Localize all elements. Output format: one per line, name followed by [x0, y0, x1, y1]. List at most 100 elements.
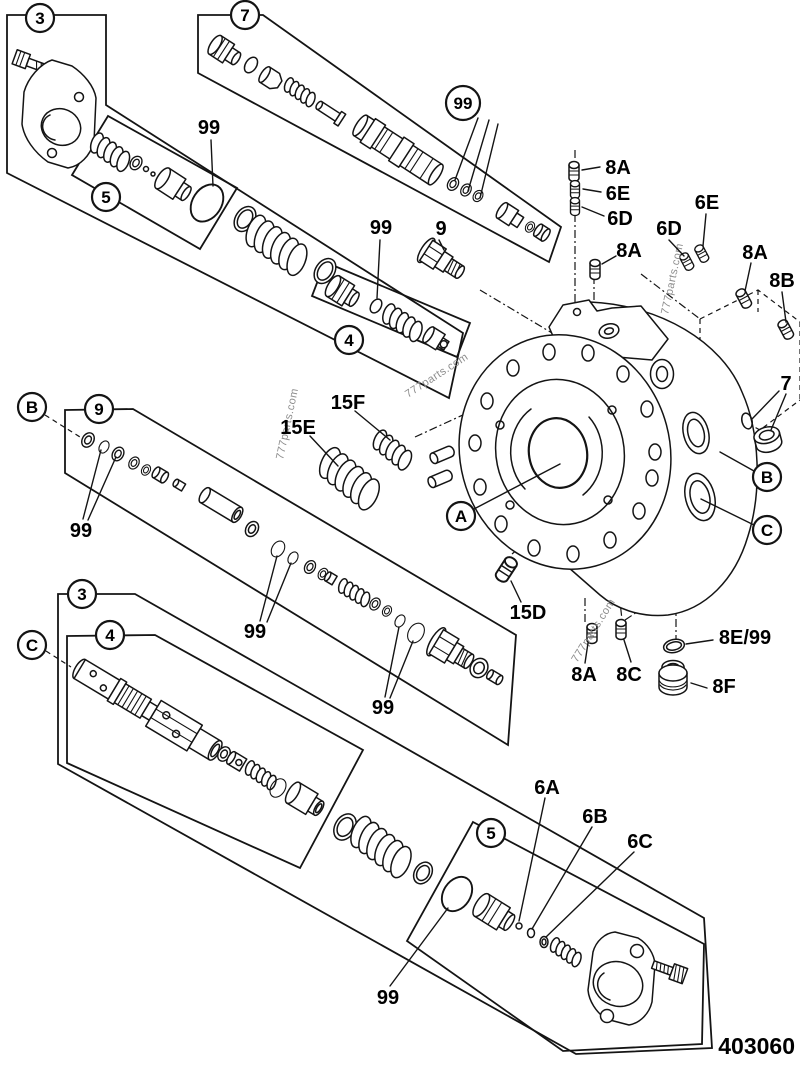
- callout-7-right: 7: [780, 373, 791, 395]
- ring-6c: [539, 935, 549, 949]
- callout-99-group5b: 99: [377, 987, 399, 1009]
- svg-text:7: 7: [240, 6, 249, 25]
- housing-bore-c: [684, 472, 716, 522]
- balloon-seal-c-left: C: [16, 629, 48, 661]
- plug-8c: [615, 618, 627, 641]
- callout-99-group9-mid: 99: [244, 621, 266, 643]
- group-box-3-top: [6, 14, 465, 400]
- callout-6a: 6A: [534, 777, 560, 799]
- collar: [495, 201, 525, 229]
- spool: [352, 114, 444, 186]
- balloon-group7: 7: [229, 0, 261, 31]
- callout-8e-99: 8E/99: [719, 627, 771, 649]
- plug-8f: [658, 659, 688, 696]
- screw-plug: [422, 326, 450, 351]
- ring-6b: [526, 927, 536, 939]
- callout-8f: 8F: [712, 676, 735, 698]
- svg-text:A: A: [455, 507, 467, 526]
- spring: [239, 757, 282, 794]
- svg-text:4: 4: [105, 626, 115, 645]
- svg-text:5: 5: [486, 824, 495, 843]
- svg-text:C: C: [761, 521, 773, 540]
- housing-port-boss: [649, 358, 675, 390]
- flange-top-left: [21, 59, 97, 169]
- main-housing: [458, 299, 758, 617]
- balloon-group3-top: 3: [24, 2, 56, 34]
- balloon-bore-c: C: [751, 514, 783, 546]
- pin-upper: [427, 444, 457, 466]
- balloon-group9: 9: [83, 393, 115, 425]
- hex-nut: [469, 657, 489, 679]
- group5-top-parts: [83, 128, 225, 223]
- balloon-group3-bottom: 3: [66, 578, 98, 610]
- callout-9: 9: [435, 218, 446, 240]
- balloon-group5-top: 5: [90, 181, 122, 213]
- cartridge-valve-9b: [426, 627, 475, 670]
- group4-bottom-spool: [72, 658, 325, 817]
- svg-text:3: 3: [35, 9, 44, 28]
- group-box-5-bottom: [405, 820, 705, 1052]
- callout-15f: 15F: [331, 392, 365, 414]
- callout-6b: 6B: [582, 806, 608, 828]
- balloon-face-a: A: [445, 500, 477, 532]
- pilot-valve-plug: [154, 167, 192, 202]
- callout-99-group9-left: 99: [70, 520, 92, 542]
- balloon-rings99-top: 99: [444, 84, 482, 122]
- cartridge-valve-9: [416, 237, 466, 280]
- callout-8c: 8C: [616, 664, 642, 686]
- band3-bottom-parts: [333, 809, 434, 885]
- svg-text:99: 99: [454, 94, 473, 113]
- svg-text:777parts.com: 777parts.com: [569, 597, 618, 665]
- svg-text:C: C: [26, 636, 38, 655]
- pin-lower: [425, 468, 455, 490]
- balloon-seal-b-left: B: [16, 391, 48, 423]
- callout-8a-bottom: 8A: [571, 664, 597, 686]
- svg-text:5: 5: [101, 188, 110, 207]
- group9-parts: [78, 429, 504, 686]
- callout-6e-mid: 6E: [695, 192, 719, 214]
- leader-lines: [44, 117, 787, 987]
- balloon-group4-bottom: 4: [94, 619, 126, 651]
- group4-top-parts: [324, 274, 450, 351]
- valve-seat: [258, 66, 283, 90]
- group-box-4-bottom: [66, 634, 365, 870]
- cap: [207, 34, 242, 66]
- group-box-3-bottom: [57, 593, 713, 1055]
- callout-15e: 15E: [280, 417, 316, 439]
- callout-8a-right: 8A: [742, 242, 768, 264]
- balloon-group5-bottom: 5: [475, 817, 507, 849]
- group5-bottom-parts: [440, 875, 689, 1026]
- figure-part-number: 403060: [718, 1033, 795, 1059]
- callout-99-flange: 99: [198, 117, 220, 139]
- sleeve: [198, 486, 244, 524]
- end-plug: [284, 781, 325, 817]
- svg-text:4: 4: [344, 331, 354, 350]
- stem: [315, 100, 347, 127]
- housing-bolt-holes: [468, 343, 662, 563]
- callout-6d-mid: 6D: [656, 218, 682, 240]
- callout-6c: 6C: [627, 831, 653, 853]
- svg-text:9: 9: [94, 400, 103, 419]
- spring: [278, 74, 321, 111]
- svg-text:3: 3: [77, 585, 86, 604]
- plug-8a-column: [568, 160, 580, 183]
- spring-15f: [365, 425, 419, 475]
- plug-8a-low: [589, 258, 601, 281]
- plug-8a-right: [733, 286, 754, 311]
- plug-15d: [492, 554, 520, 585]
- balloon-group4-top: 4: [333, 324, 365, 356]
- group-box-4-top: [310, 260, 472, 359]
- bolt-bottom: [650, 960, 689, 985]
- end-plug: [532, 223, 551, 242]
- plug-6e-column: [569, 179, 581, 200]
- svg-text:B: B: [761, 468, 773, 487]
- spring: [333, 575, 376, 611]
- callout-8b: 8B: [769, 270, 795, 292]
- spring-15e: [308, 440, 391, 517]
- callout-99-group4: 99: [370, 217, 392, 239]
- callout-6d-column: 6D: [607, 208, 633, 230]
- ball-6a: [515, 922, 523, 930]
- band3-top-parts: [233, 205, 337, 285]
- svg-text:777parts.com: 777parts.com: [403, 351, 470, 401]
